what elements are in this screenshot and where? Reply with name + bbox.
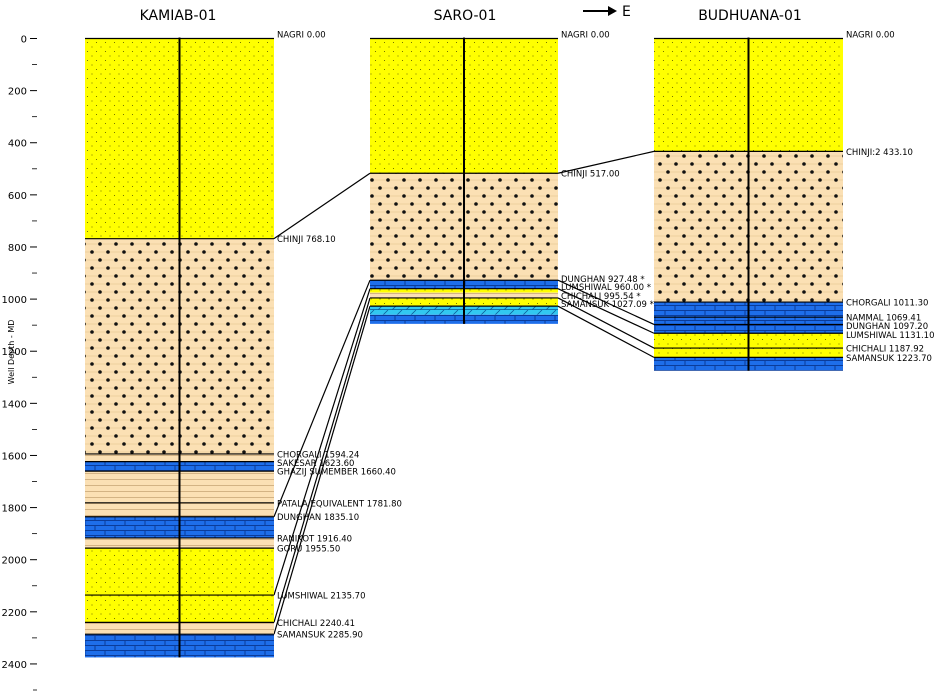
formation-top-label: CHICHALI 2240.41: [277, 619, 355, 629]
formation-top-label: CHORGALI 1594.24: [277, 450, 359, 460]
formation-top-label: LUMSHIWAL 1131.10: [846, 331, 935, 341]
direction-label: E: [622, 4, 631, 20]
formation-top-label: RANIKOT 1916.40: [277, 534, 352, 544]
formation-top-label: NAGRI 0.00: [561, 30, 610, 40]
formation-top-label: CHINJI 768.10: [277, 235, 336, 245]
formation-top-label: LUMSHIWAL 2135.70: [277, 592, 366, 602]
correlation-line: [557, 288, 655, 334]
depth-tick-label: 200: [8, 87, 27, 98]
direction-arrow: E: [583, 4, 631, 20]
formation-top-label: SAKESAR 1623.60: [277, 459, 354, 469]
formation-top-label: CHINJI 517.00: [561, 170, 620, 180]
depth-tick-label: 2400: [2, 660, 27, 671]
correlation-lines: [273, 150, 655, 635]
depth-tick-label: 1200: [2, 347, 27, 358]
formation-top-label: GORU 1955.50: [277, 545, 340, 555]
correlation-line: [273, 288, 371, 596]
depth-tick-label: 1800: [2, 504, 27, 515]
formation-top-label: CHICHALI 1187.92: [846, 345, 924, 355]
depth-tick-label: 1400: [2, 399, 27, 410]
depth-tick-label: 800: [8, 243, 27, 254]
formation-top-label: SAMANSUK 1223.70: [846, 354, 932, 364]
depth-tick-label: 0: [21, 35, 27, 46]
formation-top-label: GHAZIJ SUMEMBER 1660.40: [277, 468, 396, 478]
depth-axis: 0 200 400 600 800 1000 1200 1400 1600 1800 2000 220…: [2, 35, 37, 691]
depth-tick-label: 600: [8, 191, 27, 202]
formation-top-label: NAGRI 0.00: [846, 30, 895, 40]
correlation-line: [273, 279, 371, 517]
formation-top-label: DUNGHAN 1097.20: [846, 322, 928, 332]
formation-top-label: CHICHALI 995.54 *: [561, 292, 641, 302]
formation-top-label: PATALA EQUIVALENT 1781.80: [277, 499, 402, 509]
depth-tick-label: 400: [8, 139, 27, 150]
formation-top-label: NAGRI 0.00: [277, 30, 326, 40]
correlation-line: [557, 297, 655, 349]
depth-tick-label: 1600: [2, 451, 27, 462]
depth-tick-label: 2000: [2, 556, 27, 567]
correlation-line: [273, 172, 371, 240]
depth-tick-label: 2200: [2, 608, 27, 619]
formation-top-label: NAMMAL 1069.41: [846, 314, 921, 324]
formation-top-label: CHORGALI 1011.30: [846, 299, 928, 309]
formation-top-label: LUMSHIWAL 960.00 *: [561, 283, 651, 293]
formation-top-label: DUNGHAN 927.48 *: [561, 275, 645, 285]
formation-top-label: CHINJI:2 433.10: [846, 148, 913, 158]
correlation-line: [557, 305, 655, 358]
formation-top-label: DUNGHAN 1835.10: [277, 513, 359, 523]
depth-axis-label: Well Depth - MD: [7, 320, 16, 385]
correlation-line: [557, 150, 655, 174]
formation-top-label: SAMANSUK 2285.90: [277, 631, 363, 641]
well-name: KAMIAB-01: [140, 8, 217, 24]
correlation-line: [273, 297, 371, 623]
well-name: BUDHUANA-01: [698, 8, 802, 24]
correlation-line: [557, 279, 655, 325]
formation-top-label: SAMANSUK 1027.09 *: [561, 300, 654, 310]
well-name: SARO-01: [434, 8, 497, 24]
arrow-head-icon: [608, 6, 617, 16]
depth-tick-label: 1000: [2, 295, 27, 306]
correlation-line: [273, 305, 371, 635]
